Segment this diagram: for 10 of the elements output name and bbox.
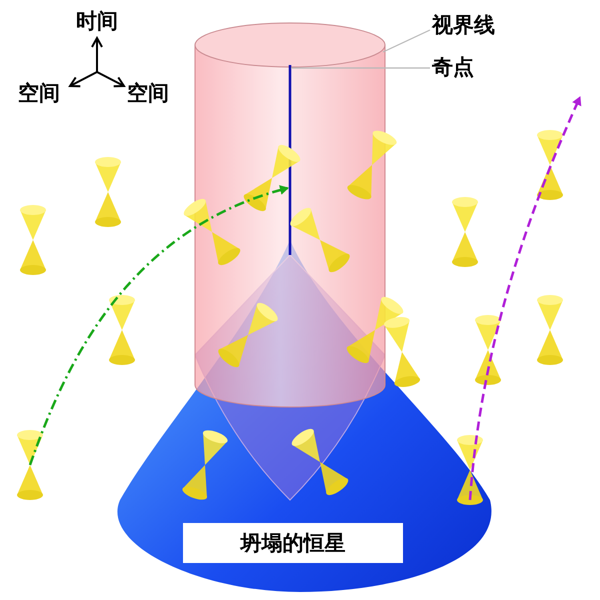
callout-label: 奇点 <box>432 56 474 80</box>
event-horizon-cylinder <box>194 22 386 408</box>
star-label-box: 坍塌的恒星 <box>183 523 403 563</box>
singularity-line <box>288 65 292 255</box>
axis-label: 空间 <box>127 82 169 106</box>
axis-label: 空间 <box>18 82 60 106</box>
leader-line <box>382 29 430 53</box>
leader-line <box>291 67 430 69</box>
axis-label: 时间 <box>76 10 118 34</box>
callout-label: 视界线 <box>432 14 495 38</box>
